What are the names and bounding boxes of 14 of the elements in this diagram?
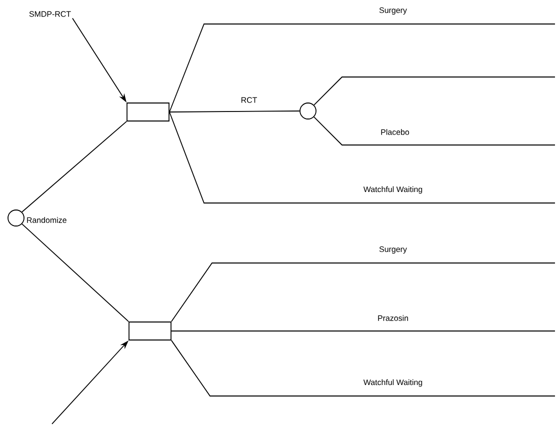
chance-circle	[300, 102, 316, 120]
branch-line	[171, 330, 556, 332]
branch-line	[171, 262, 556, 322]
branch-line	[169, 110, 300, 112]
branch-line	[171, 340, 556, 396]
decision-box	[128, 322, 172, 340]
branch-line	[314, 116, 556, 146]
branch-line	[314, 76, 556, 106]
branch-line	[169, 24, 556, 112]
chance-circle	[8, 210, 24, 226]
branch-line	[169, 112, 556, 204]
decision-box	[126, 102, 170, 122]
branch-line	[22, 121, 127, 212]
branch-line	[22, 224, 129, 322]
